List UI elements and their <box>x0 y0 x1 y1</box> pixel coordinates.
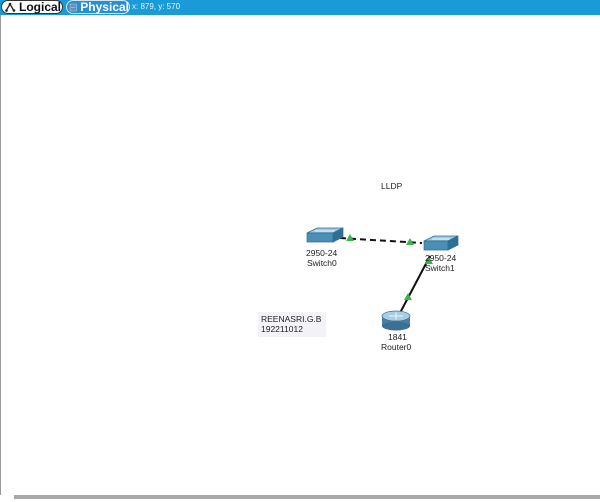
link-status-up-icon <box>346 234 354 241</box>
router0-name-label: Router0 <box>381 342 412 352</box>
note-line-1: REENASRI.G.B <box>261 314 322 324</box>
note-line-2: 192211012 <box>261 324 303 334</box>
cursor-coordinates: x: 879, y: 570 <box>132 2 181 11</box>
workspace-left-border <box>0 15 1 495</box>
switch0-name-label: Switch0 <box>307 258 337 268</box>
tab-logical-label: Logical <box>19 0 62 14</box>
physical-view-icon <box>69 3 77 11</box>
tab-physical-label: Physical <box>80 0 129 14</box>
note-box[interactable]: REENASRI.G.B 192211012 <box>258 312 326 337</box>
link-switch0-switch1[interactable] <box>339 237 423 244</box>
link-status-up-icon <box>404 293 412 300</box>
link-status-up-icon <box>406 238 414 245</box>
switch0-icon[interactable] <box>306 227 344 243</box>
switch0-model-label: 2950-24 <box>306 248 338 258</box>
router0-model-label: 1841 <box>388 332 407 342</box>
tab-physical[interactable]: Physical <box>66 0 130 14</box>
tab-logical[interactable]: Logical <box>1 0 63 14</box>
switch1-model-label: 2950-24 <box>425 253 457 263</box>
link-switch1-router0[interactable] <box>399 255 431 314</box>
router0-icon[interactable] <box>381 310 411 331</box>
logical-view-icon <box>5 2 16 12</box>
switch1-icon[interactable] <box>423 235 459 251</box>
top-toolbar <box>0 0 600 15</box>
horizontal-scrollbar[interactable] <box>14 495 600 499</box>
link-status-up-icon <box>425 257 433 264</box>
topology-title-label: LLDP <box>381 181 403 191</box>
switch1-name-label: Switch1 <box>425 263 455 273</box>
